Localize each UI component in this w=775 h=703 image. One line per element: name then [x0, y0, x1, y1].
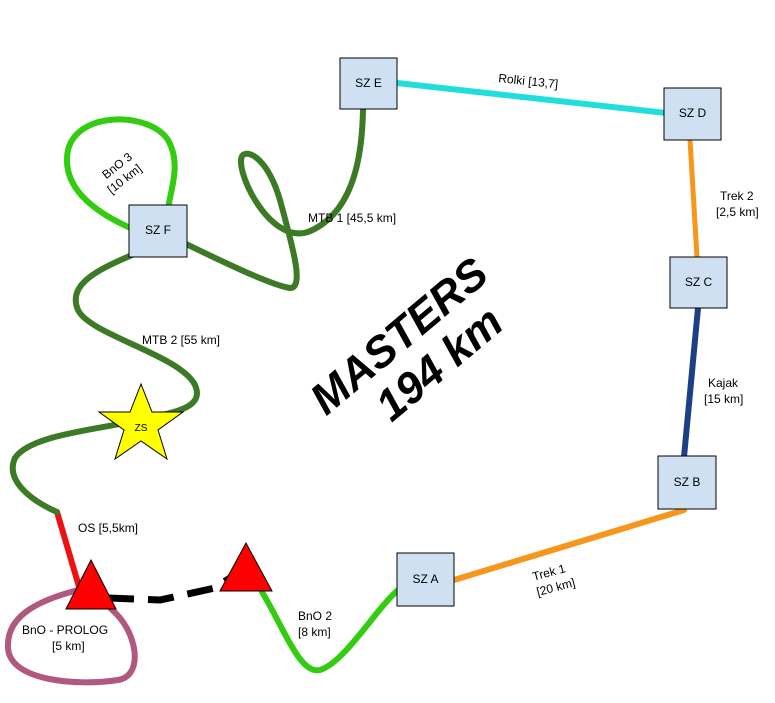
checkpoint-sz-d: SZ D — [663, 87, 722, 141]
checkpoint-sz-c: SZ C — [669, 256, 728, 309]
label-bno2-line1: BnO 2 — [298, 609, 332, 623]
label-rolki: Rolki [13,7] — [498, 71, 559, 91]
bno2-route — [259, 587, 401, 674]
checkpoint-sz-a: SZ A — [396, 552, 455, 607]
label-mtb1: MTB 1 [45,5 km] — [308, 211, 396, 225]
checkpoint-sz-c-label: SZ C — [685, 275, 713, 289]
label-bno2-line2: [8 km] — [298, 625, 331, 639]
label-kajak-line2: [15 km] — [704, 392, 743, 406]
zs-star-icon — [97, 382, 185, 461]
checkpoint-sz-e: SZ E — [339, 57, 398, 110]
rolki-route — [394, 80, 669, 116]
label-kajak-line1: Kajak — [708, 376, 739, 390]
checkpoint-sz-d-label: SZ D — [679, 106, 707, 120]
label-trek2-line1: Trek 2 — [720, 189, 754, 203]
checkpoint-sz-e-label: SZ E — [355, 76, 382, 90]
mtb2-route — [9, 245, 200, 515]
label-os: OS [5,5km] — [78, 521, 138, 535]
mtb1-route — [179, 107, 366, 292]
trek1-route — [451, 507, 687, 583]
checkpoint-sz-f: SZ F — [128, 204, 188, 258]
trek2-route — [687, 137, 700, 260]
checkpoint-sz-f-label: SZ F — [145, 223, 171, 237]
checkpoint-sz-b: SZ B — [657, 455, 717, 510]
zs-label: ZS — [135, 423, 148, 434]
label-prolog-line2: [5 km] — [52, 639, 85, 653]
start-triangle-right-icon — [219, 541, 273, 592]
label-trek2-line2: [2,5 km] — [716, 205, 759, 219]
label-prolog-line1: BnO - PROLOG — [22, 623, 108, 637]
os-route — [54, 509, 83, 593]
checkpoint-sz-b-label: SZ B — [674, 475, 701, 489]
prolog-route — [4, 587, 138, 686]
checkpoint-sz-a-label: SZ A — [412, 572, 438, 586]
kajak-route — [681, 305, 701, 460]
label-mtb2: MTB 2 [55 km] — [142, 333, 220, 347]
bno3-route — [63, 116, 178, 233]
start-triangle-left-icon — [65, 558, 117, 610]
